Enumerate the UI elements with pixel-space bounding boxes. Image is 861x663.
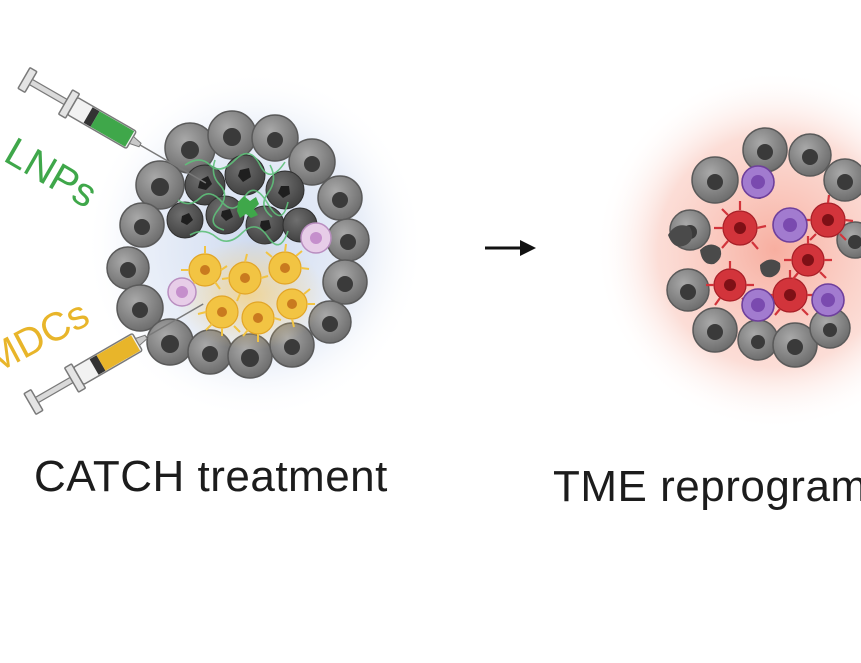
- caption-catch-treatment: CATCH treatment: [34, 452, 388, 501]
- syringe-bottom-icon: [23, 303, 204, 415]
- mdc-cells: [181, 243, 315, 342]
- right-arrow-icon: [485, 240, 536, 256]
- tumor-cluster-icon: [106, 110, 370, 379]
- tumor-cluster-icon: [666, 127, 861, 368]
- right-tumor-group: [595, 70, 861, 430]
- pink-cells: [167, 222, 332, 307]
- caption-tme-reprogram: TME reprogram: [553, 462, 861, 511]
- lnp-cluster: [237, 196, 259, 218]
- lnps-label: LNPs: [0, 130, 104, 217]
- syringe-top-icon: [17, 67, 207, 184]
- left-tumor-group: [85, 70, 425, 420]
- t-cells: [741, 165, 845, 322]
